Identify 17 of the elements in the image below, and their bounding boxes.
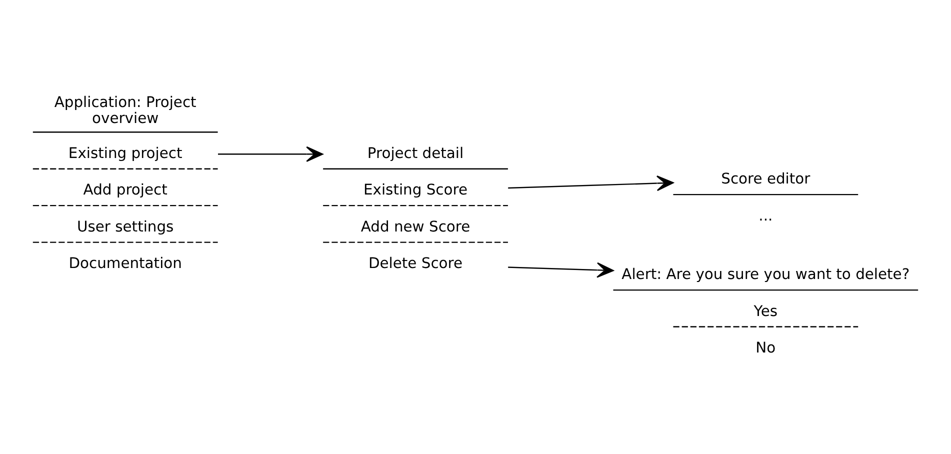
node-text: Score editor — [721, 170, 810, 188]
node-text: Yes — [754, 302, 778, 320]
arrow — [508, 262, 614, 278]
node-text: Existing Score — [364, 182, 468, 199]
node-text: Add project — [83, 182, 168, 199]
node-text: Add new Score — [360, 218, 470, 236]
node-text: No — [756, 340, 776, 357]
node-text: Documentation — [68, 255, 182, 272]
node-text: Project detail — [367, 144, 464, 162]
node-text: User settings — [76, 218, 174, 236]
node-text: Existing project — [68, 144, 182, 162]
node-text: Alert: Are you sure you want to delete? — [622, 266, 910, 284]
arrow — [508, 176, 674, 192]
arrow — [218, 146, 324, 162]
node-text: Application: Project overview — [54, 94, 196, 128]
node-text: ... — [758, 207, 773, 224]
node-text: Delete Score — [368, 255, 463, 272]
